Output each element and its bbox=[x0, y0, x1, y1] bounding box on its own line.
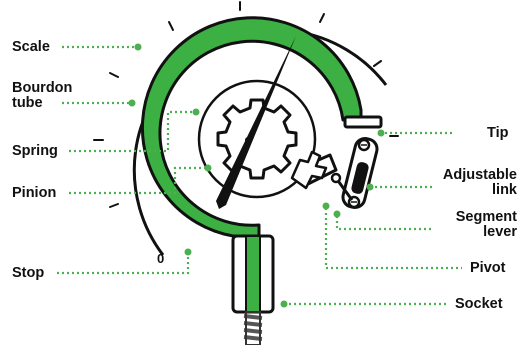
tip-label: Tip bbox=[487, 125, 509, 141]
stop-label: Stop bbox=[12, 265, 45, 281]
segment-lever-label-line1: Segment bbox=[455, 209, 517, 225]
adjustable-link-label-line2: link bbox=[492, 182, 517, 198]
segment-gear-teeth bbox=[290, 150, 328, 190]
pinion-label: Pinion bbox=[12, 185, 57, 201]
bourdon-tube-label-line2: tube bbox=[12, 95, 43, 111]
pivot-label: Pivot bbox=[470, 260, 506, 276]
tip-block bbox=[343, 115, 383, 129]
bourdon-tube bbox=[140, 16, 363, 238]
spring-gear bbox=[216, 98, 298, 180]
segment-lever-label-line2: lever bbox=[483, 224, 517, 240]
scale-zero-mark: 0 bbox=[157, 251, 165, 266]
pivot-pin bbox=[330, 172, 342, 184]
socket-tube-channel bbox=[245, 235, 261, 313]
adjustable-link-label-line1: Adjustable bbox=[442, 167, 517, 183]
scale-ticks bbox=[93, 1, 399, 208]
pointer-hub bbox=[245, 137, 251, 143]
pointer-needle bbox=[216, 36, 296, 209]
spring-label: Spring bbox=[12, 143, 58, 159]
leader-lines bbox=[57, 45, 462, 306]
leader-dots bbox=[128, 43, 385, 308]
socket-label: Socket bbox=[455, 296, 503, 312]
scale-label: Scale bbox=[12, 39, 50, 55]
dial-plate bbox=[197, 79, 317, 199]
adjustable-link bbox=[341, 137, 379, 209]
socket-stem bbox=[245, 311, 261, 345]
bourdon-tube-label-line1: Bourdon bbox=[12, 80, 73, 96]
